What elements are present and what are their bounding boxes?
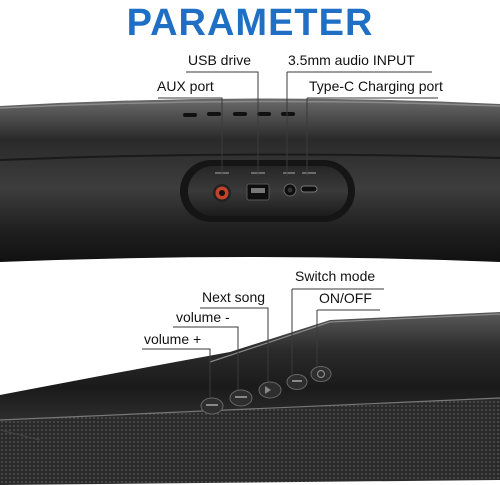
aux-port-label: AUX port <box>157 78 214 94</box>
on-off-label: ON/OFF <box>319 290 372 306</box>
volume-down-button <box>229 389 253 407</box>
audio-input-label: 3.5mm audio INPUT <box>288 52 415 68</box>
switch-mode-label: Switch mode <box>295 268 376 284</box>
page-title: PARAMETER <box>126 2 374 44</box>
soundbar-top <box>0 98 500 262</box>
top-button-5 <box>281 112 295 116</box>
top-button-4 <box>257 112 271 116</box>
volume-up-label: volume + <box>144 331 202 347</box>
type-c-port <box>300 185 318 193</box>
next-song-button <box>258 381 282 399</box>
top-button-2 <box>207 112 221 116</box>
type-c-label: Type-C Charging port <box>309 78 443 94</box>
volume-down-label: volume - <box>176 309 230 325</box>
on-off-button <box>310 366 332 382</box>
volume-up-button <box>200 397 224 415</box>
soundbar-bottom <box>0 312 500 485</box>
switch-mode-button <box>286 374 308 390</box>
next-song-label: Next song <box>202 289 266 305</box>
top-button-1 <box>183 113 197 117</box>
bottom-callout-lines <box>142 288 384 398</box>
top-button-3 <box>233 112 247 116</box>
usb-drive-label: USB drive <box>188 52 252 68</box>
top-callout-lines <box>158 71 438 176</box>
